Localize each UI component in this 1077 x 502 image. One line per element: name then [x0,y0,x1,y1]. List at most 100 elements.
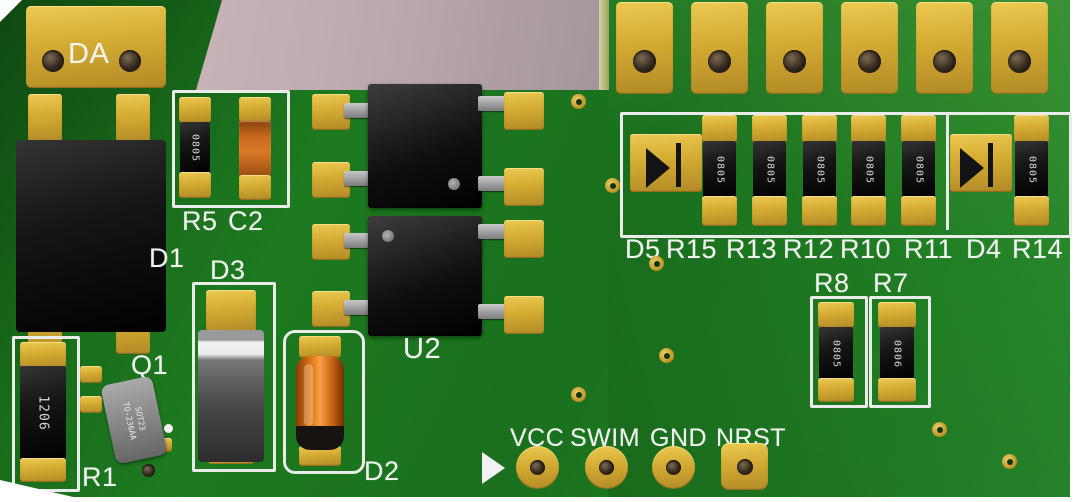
component-r15-marking: 0805 [714,155,725,184]
pad [239,175,271,200]
pad-vcc [516,446,559,489]
ic-pin [344,103,372,118]
ic-pin [478,304,506,319]
component-r14-marking: 0805 [1026,155,1037,184]
component-r1-marking: 1206 [35,395,51,431]
component-r13-body: 0805 [753,141,786,198]
drill-hole [530,460,545,475]
drill-hole [933,50,956,73]
pad-header [916,2,973,94]
drill-hole [783,50,806,73]
diode-d4-cathode-bar [988,143,993,187]
via [1002,454,1017,469]
pad [752,115,787,143]
component-r11-marking: 0805 [913,155,924,184]
pad [312,94,350,130]
via [605,178,620,193]
via [659,348,674,363]
silkscreen-outline-r7 [869,296,931,408]
pad [752,196,787,226]
via [571,94,586,109]
pad [28,94,62,142]
silkscreen-label-d4: D4 [966,234,1002,264]
component-u2-package-top [368,84,482,208]
silkscreen-label-d2: D2 [364,456,400,486]
component-r15-body: 0805 [703,141,736,198]
pad [1014,196,1049,226]
silkscreen-label-r10: R10 [840,234,892,264]
component-r10-marking: 0805 [863,155,874,184]
drill-hole [666,460,681,475]
ic-pin [344,300,372,315]
pad [802,196,837,226]
component-d2-body [296,356,344,450]
board-edge [599,0,609,90]
pad [116,94,150,142]
pad [702,196,737,226]
silkscreen-label-r14: R14 [1012,234,1064,264]
pad [312,162,350,198]
component-u2-package-bottom [368,216,482,336]
pad [504,296,544,334]
component-r8-marking: 0805 [830,339,842,368]
silkscreen-dot [164,424,173,433]
pad [80,396,102,413]
silkscreen-label-d1: D1 [149,243,185,273]
silkscreen-label-r8: R8 [814,268,850,298]
component-r13-marking: 0805 [764,155,775,184]
ic-pin [478,176,506,191]
silkscreen-label-u2: U2 [403,333,442,365]
drill-hole [1008,50,1031,73]
capacitor-band [296,426,344,450]
pad [504,220,544,258]
pad [878,302,916,328]
silkscreen-label-c2: C2 [228,206,264,236]
capacitor-gloss [304,364,313,426]
silkscreen-divider [946,114,949,230]
pad-da [26,6,166,88]
ic-pin [478,96,506,111]
drill-hole [737,459,753,475]
silkscreen-outline-d2 [283,330,365,474]
component-r1-body: 1206 [20,366,66,460]
diode-d5-cathode-bar [676,143,681,187]
pin1-dot [448,178,460,190]
pad-header [691,2,748,94]
pad [878,378,916,402]
silkscreen-label-r13: R13 [726,234,778,264]
ic-pin [478,224,506,239]
silkscreen-label-da: DA [68,38,110,70]
pad-header [841,2,898,94]
drill-hole [633,50,656,73]
pad-swim [585,446,628,489]
silkscreen-label-r12: R12 [783,234,835,264]
via [649,256,664,271]
component-r7-marking: 0806 [891,339,903,368]
diode-d4-mark [960,148,984,188]
diode-d5-mark [646,148,670,188]
pad [312,224,350,260]
pad [1014,115,1049,143]
pad [702,115,737,143]
pad-header [991,2,1048,94]
silkscreen-label-r11: R11 [904,234,954,264]
drill-hole [42,50,64,72]
component-r12-body: 0805 [803,141,836,198]
pad [802,115,837,143]
pad [818,302,854,328]
pad-header [616,2,673,94]
silkscreen-outline-r5c2 [172,90,290,208]
component-c2-body [239,121,271,176]
pin1-dot [382,230,394,242]
pad-header [766,2,823,94]
component-r14-body: 0805 [1015,141,1048,198]
drill-hole [599,460,614,475]
component-r12-marking: 0805 [814,155,825,184]
pad [80,366,102,383]
component-d3-body [198,330,264,462]
silkscreen-outline-d3 [192,282,276,472]
pad-gnd [652,446,695,489]
pin1-arrow-icon [482,452,505,484]
pad [312,291,350,327]
ic-pin [344,171,372,186]
